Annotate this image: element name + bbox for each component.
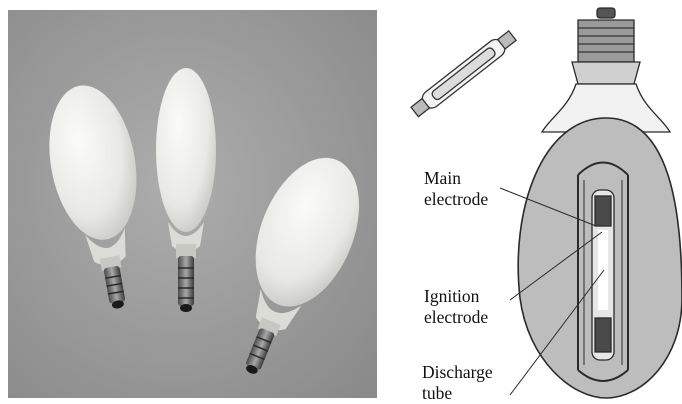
lamp-photograph	[8, 10, 377, 398]
ignition-electrode-label: Ignition electrode	[424, 286, 488, 328]
lamp-cutaway-diagram: Main electrode Ignition electrode Discha…	[392, 0, 682, 403]
tubular-lamp-icon	[409, 29, 518, 120]
screw-base	[572, 8, 640, 84]
discharge-tube-shape	[592, 190, 614, 360]
discharge-tube-label: Discharge tube	[422, 362, 493, 404]
main-electrode-label: Main electrode	[424, 168, 488, 210]
